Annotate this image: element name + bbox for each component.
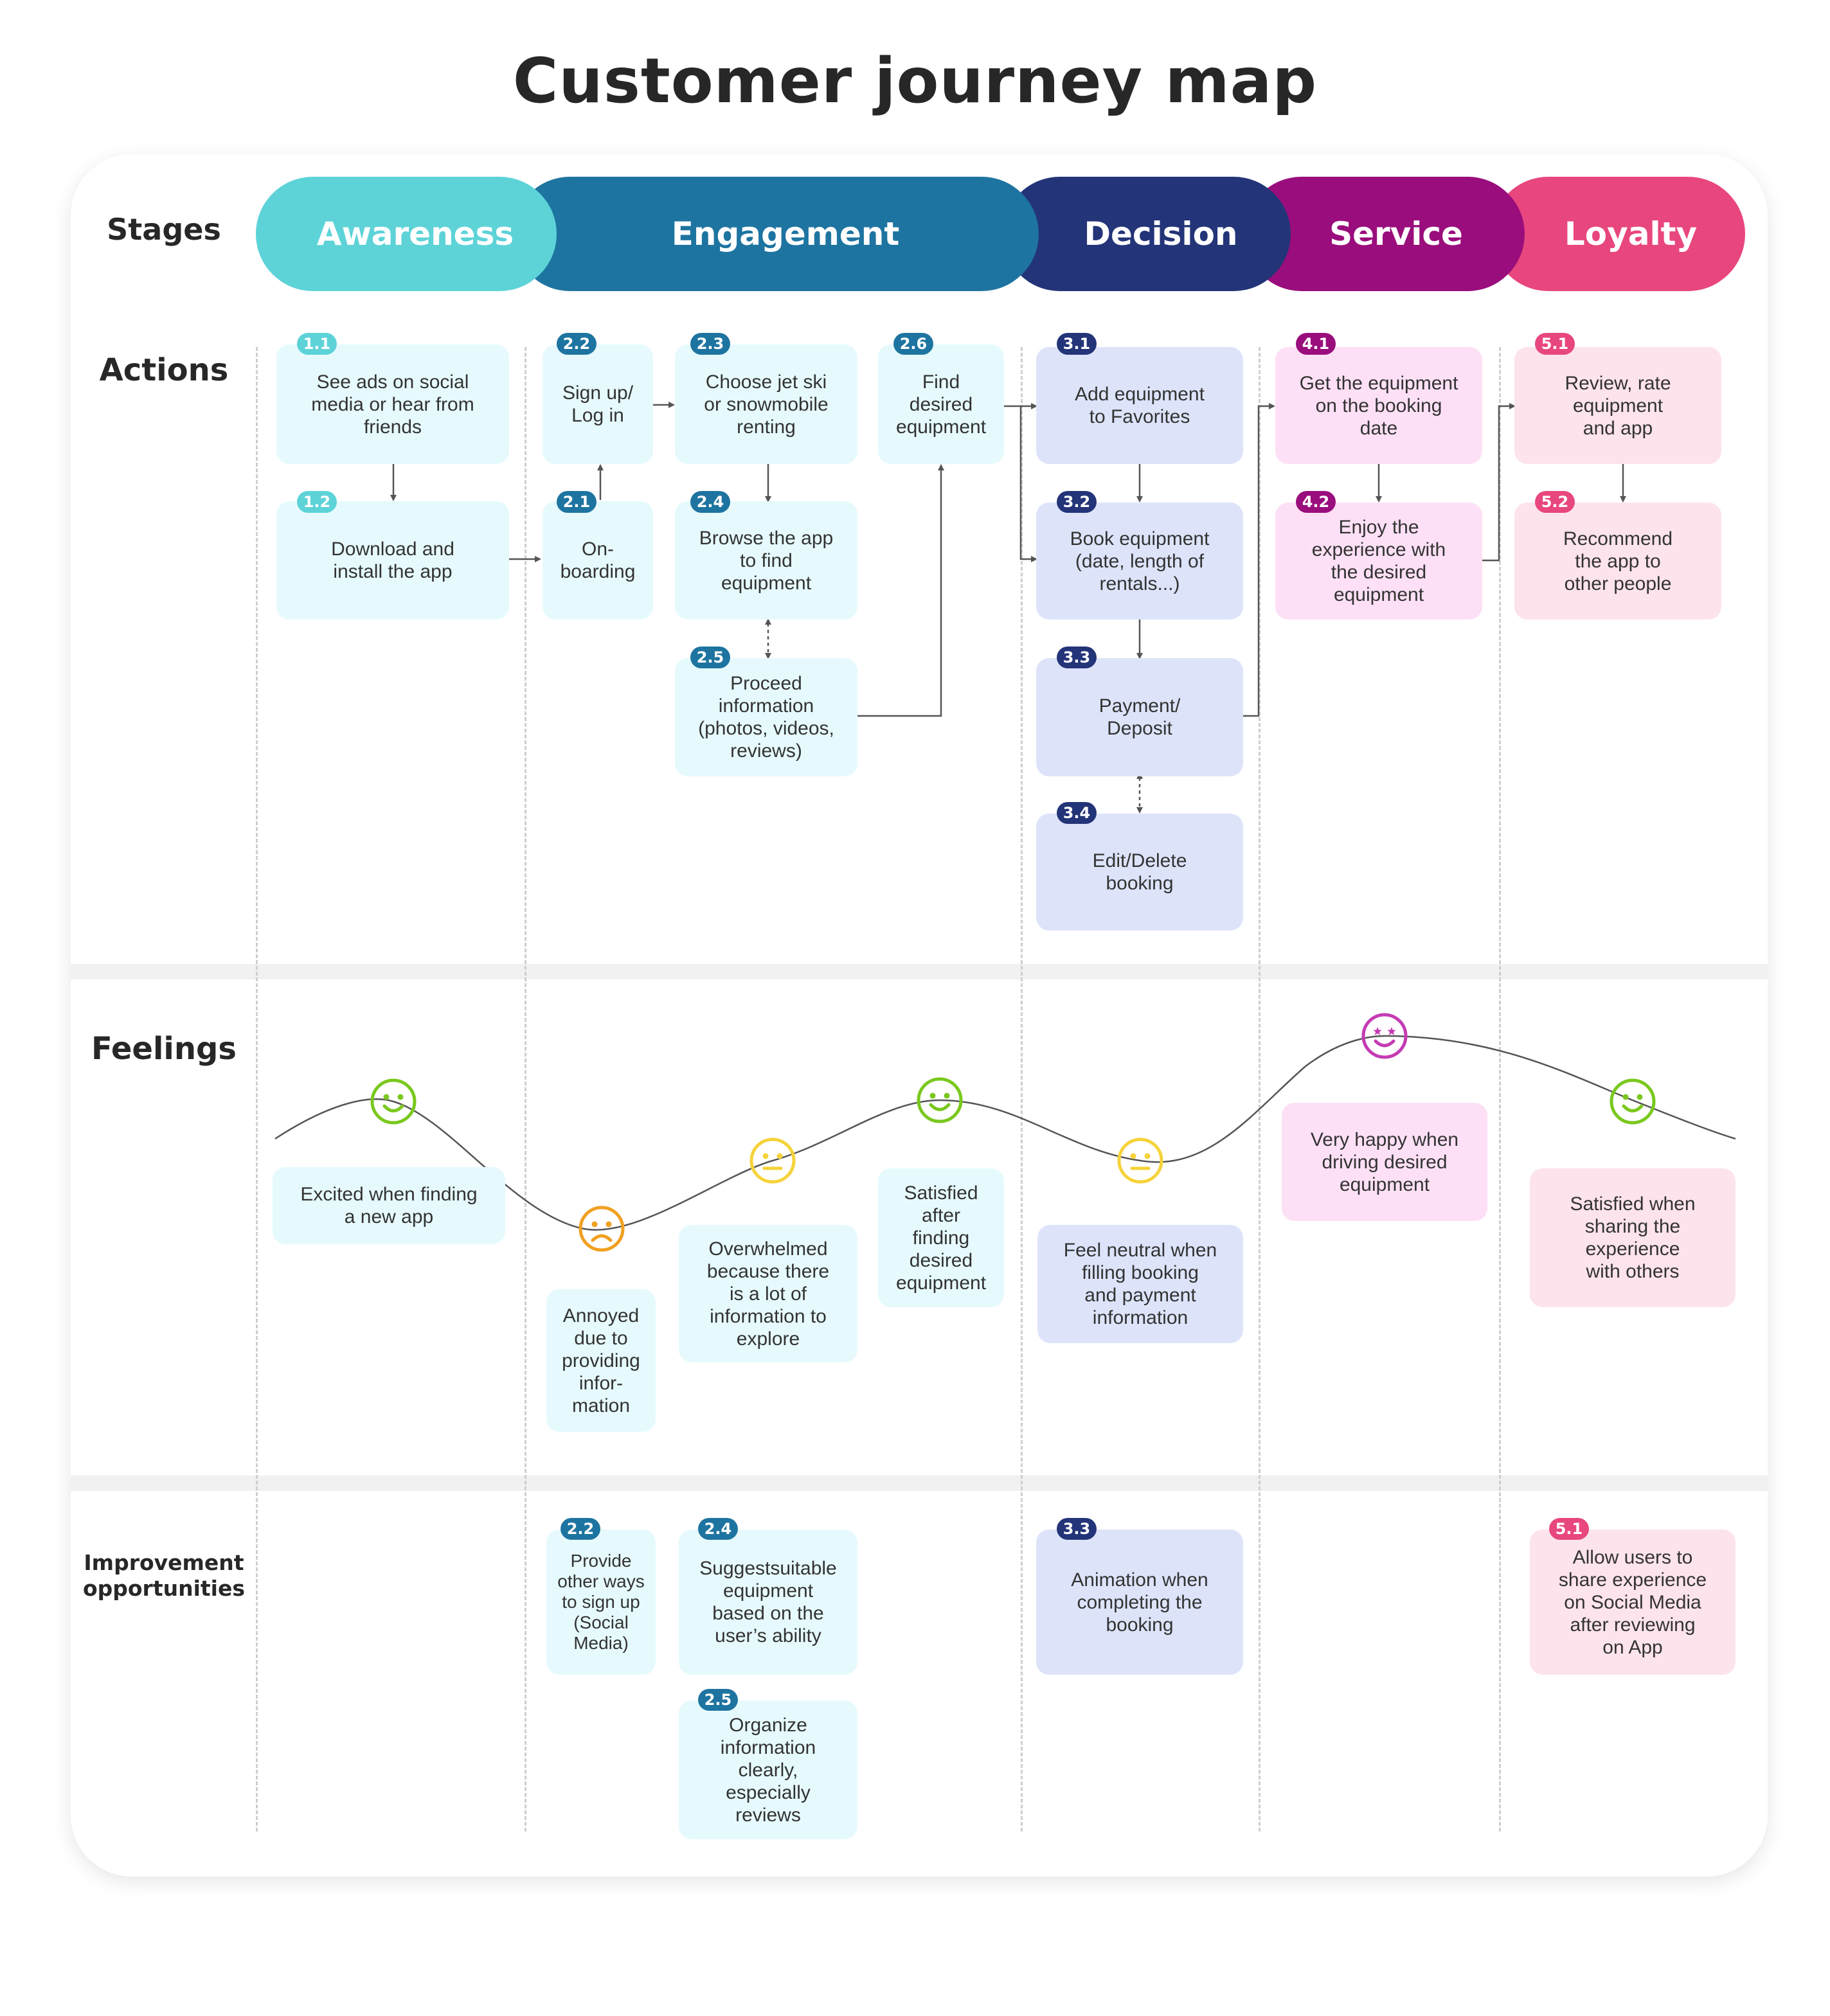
step-badge: 2.1 bbox=[557, 491, 597, 513]
step-badge: 4.1 bbox=[1296, 333, 1336, 355]
step-badge: 4.2 bbox=[1296, 491, 1336, 513]
action-card: Get the equipment on the booking date bbox=[1275, 347, 1482, 464]
step-badge: 2.4 bbox=[690, 491, 730, 513]
step-badge: 1.2 bbox=[297, 491, 337, 513]
action-card: Payment/ Deposit bbox=[1036, 658, 1243, 776]
action-card: Browse the app to find equipment bbox=[675, 501, 857, 620]
row-label-stages: Stages bbox=[107, 212, 221, 247]
stage-label: Loyalty bbox=[1564, 215, 1698, 253]
improvement-card: Suggestsuitable equipment based on the u… bbox=[679, 1530, 857, 1675]
action-card: Choose jet ski or snowmobile renting bbox=[675, 344, 857, 464]
improvement-card: Provide other ways to sign up (Social Me… bbox=[546, 1530, 656, 1675]
column-divider bbox=[1499, 347, 1501, 1832]
connector-arrow bbox=[1482, 403, 1516, 562]
column-divider bbox=[256, 347, 258, 1832]
feeling-card: Satisfied after finding desired equipmen… bbox=[878, 1168, 1004, 1307]
stage-loyalty: Loyalty bbox=[1491, 177, 1745, 291]
stage-label: Engagement bbox=[671, 215, 900, 253]
row-label-improvement: Improvement opportunities bbox=[82, 1550, 246, 1601]
step-badge: 1.1 bbox=[297, 333, 337, 355]
action-card: See ads on social media or hear from fri… bbox=[276, 344, 509, 464]
stage-engagement: Engagement bbox=[513, 177, 1039, 291]
page-title: Customer journey map bbox=[512, 45, 1318, 117]
column-divider bbox=[525, 347, 526, 1832]
feeling-card: Very happy when driving desired equipmen… bbox=[1282, 1103, 1487, 1221]
row-label-actions: Actions bbox=[99, 352, 229, 388]
step-badge: 3.3 bbox=[1057, 647, 1097, 668]
step-badge: 3.1 bbox=[1057, 333, 1097, 355]
happy-face-icon bbox=[369, 1077, 418, 1126]
feeling-card: Satisfied when sharing the experience wi… bbox=[1530, 1168, 1736, 1307]
action-card: Book equipment (date, length of rentals.… bbox=[1036, 503, 1243, 620]
step-badge: 2.6 bbox=[893, 333, 933, 355]
step-badge: 2.2 bbox=[561, 1518, 600, 1540]
column-divider bbox=[1021, 347, 1023, 1832]
happy-face-icon bbox=[1608, 1077, 1657, 1126]
row-label-feelings: Feelings bbox=[91, 1031, 237, 1067]
step-badge: 3.2 bbox=[1057, 491, 1097, 513]
action-card: Download and install the app bbox=[276, 501, 509, 620]
step-badge: 2.3 bbox=[690, 333, 730, 355]
feeling-card: Overwhelmed because there is a lot of in… bbox=[679, 1225, 857, 1362]
action-card: Recommend the app to other people bbox=[1514, 503, 1721, 620]
step-badge: 3.4 bbox=[1057, 802, 1097, 824]
stage-label: Decision bbox=[1084, 215, 1238, 253]
action-card: Edit/Delete booking bbox=[1036, 814, 1243, 931]
section-divider bbox=[71, 1476, 1768, 1491]
feeling-card: Feel neutral when filling booking and pa… bbox=[1037, 1225, 1243, 1343]
stage-decision: Decision bbox=[1003, 177, 1291, 291]
stage-label: Service bbox=[1329, 215, 1463, 253]
column-divider bbox=[1259, 347, 1260, 1832]
action-card: Review, rate equipment and app bbox=[1514, 347, 1721, 464]
action-card: Sign up/ Log in bbox=[543, 344, 653, 464]
improvement-card: Allow users to share experience on Socia… bbox=[1530, 1530, 1736, 1675]
stage-label: Awareness bbox=[316, 215, 514, 253]
step-badge: 2.5 bbox=[690, 647, 730, 668]
action-card: Add equipment to Favorites bbox=[1036, 347, 1243, 464]
connector-arrow bbox=[857, 464, 944, 717]
stage-service: Service bbox=[1244, 177, 1525, 291]
section-divider bbox=[71, 964, 1768, 979]
neutral-face-icon bbox=[748, 1136, 797, 1185]
happy-face-icon bbox=[915, 1076, 964, 1125]
star-eyes-face-icon bbox=[1360, 1012, 1409, 1060]
step-badge: 3.3 bbox=[1057, 1518, 1097, 1540]
improvement-card: Animation when completing the booking bbox=[1036, 1530, 1243, 1675]
step-badge: 5.1 bbox=[1549, 1518, 1589, 1540]
step-badge: 2.4 bbox=[698, 1518, 738, 1540]
feeling-card: Excited when finding a new app bbox=[273, 1167, 505, 1244]
action-card: Enjoy the experience with the desired eq… bbox=[1275, 503, 1482, 620]
connector-arrow bbox=[1019, 406, 1037, 562]
action-card: Proceed information (photos, videos, rev… bbox=[675, 658, 857, 776]
step-badge: 2.2 bbox=[557, 333, 597, 355]
step-badge: 5.2 bbox=[1535, 491, 1575, 513]
connector-arrow bbox=[1243, 403, 1275, 717]
step-badge: 2.5 bbox=[698, 1689, 738, 1711]
stage-awareness: Awareness bbox=[256, 177, 557, 291]
step-badge: 5.1 bbox=[1535, 333, 1575, 355]
neutral-face-icon bbox=[1116, 1136, 1165, 1185]
improvement-card: Organize information clearly, especially… bbox=[679, 1700, 857, 1839]
action-card: Find desired equipment bbox=[878, 344, 1004, 464]
sad-face-icon bbox=[577, 1204, 626, 1253]
feeling-card: Annoyed due to providing infor- mation bbox=[546, 1289, 656, 1432]
action-card: On- boarding bbox=[543, 501, 653, 620]
